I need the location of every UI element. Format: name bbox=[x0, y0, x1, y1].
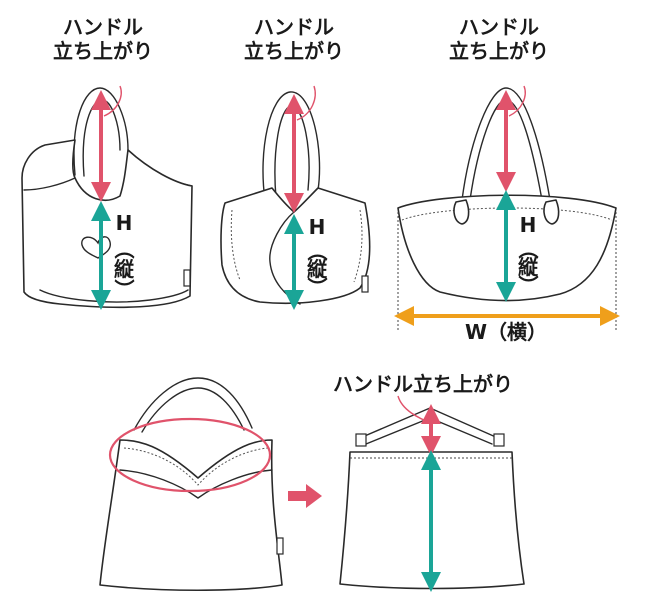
panel2-h-kanji: 縦 bbox=[307, 257, 327, 281]
panel1-handle-label-line1: ハンドル bbox=[63, 15, 143, 39]
panel3-width-label: W（横） bbox=[464, 320, 548, 344]
panel2-handle-label: ハンドル 立ち上がり bbox=[234, 15, 354, 63]
panel2-handle-label-line1: ハンドル bbox=[254, 15, 334, 39]
right-arrow-icon bbox=[288, 484, 322, 508]
bag-3-basket bbox=[394, 85, 620, 330]
panel1-handle-label-line2: 立ち上がり bbox=[53, 39, 153, 63]
panel1-handle-label: ハンドル 立ち上がり bbox=[43, 15, 163, 63]
panel3-handle-label-line2: 立ち上がり bbox=[449, 39, 549, 63]
bag-1-tote bbox=[21, 85, 193, 310]
panel1-h-close: ） bbox=[112, 279, 136, 299]
bag-2-wrap bbox=[220, 85, 371, 310]
panel3-handle-label-line1: ハンドル bbox=[459, 15, 539, 39]
panel2-h-close: ） bbox=[305, 277, 329, 297]
panel3-h-kanji: 縦 bbox=[518, 255, 538, 279]
bag-4-shoulder bbox=[99, 377, 284, 592]
bag-5-shoulder-flat bbox=[339, 395, 525, 592]
panel3-h-close: ） bbox=[516, 275, 540, 295]
panel1-h-letter: H bbox=[115, 211, 133, 235]
panel3-h-letter: H bbox=[519, 213, 537, 237]
panel5-handle-label: ハンドル立ち上がり bbox=[333, 372, 513, 396]
panel2-handle-label-line2: 立ち上がり bbox=[244, 39, 344, 63]
panel2-h-letter: H bbox=[308, 215, 326, 239]
panel1-h-kanji: 縦 bbox=[114, 257, 134, 281]
panel3-handle-label: ハンドル 立ち上がり bbox=[439, 15, 559, 63]
